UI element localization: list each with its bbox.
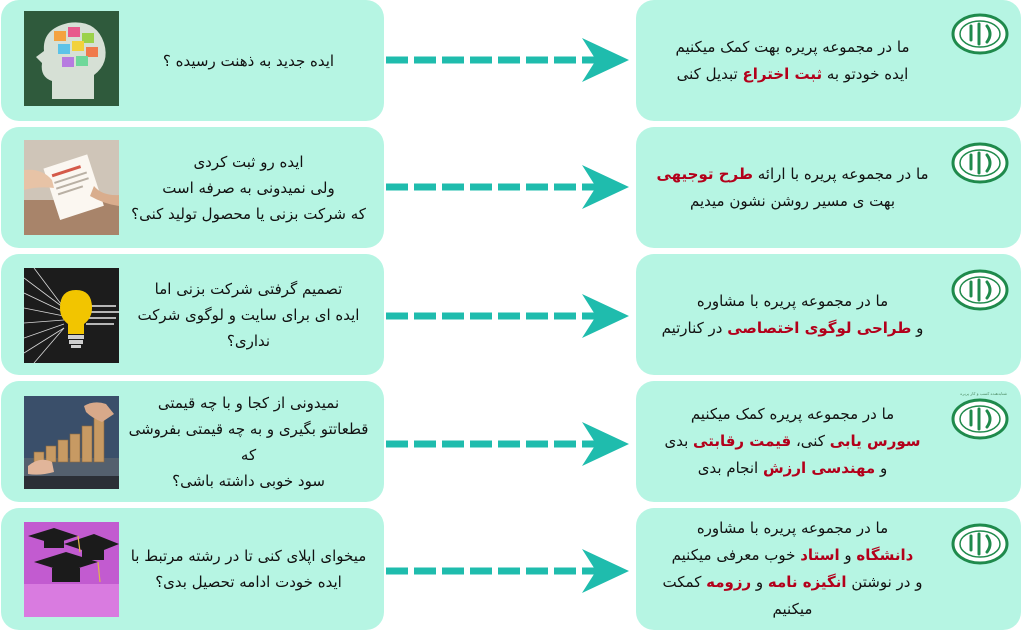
pariera-logo-icon	[951, 523, 1009, 565]
answer-line: دانشگاه و استاد خوب معرفی میکنیم	[672, 542, 914, 569]
answer-segment: ما در مجموعه پریره با مشاوره	[696, 291, 889, 310]
answer-line: ما در مجموعه پریره با ارائه طرح توجیهی	[656, 161, 928, 188]
answer-segment: ایده خودتو به	[822, 64, 909, 83]
thumb-document-handover	[24, 140, 119, 235]
question-line: ایده رو ثبت کردی	[193, 152, 304, 171]
answer-segment: و	[911, 318, 924, 337]
answer-line: ما در مجموعه پریره کمک میکنیم	[691, 401, 894, 428]
answer-text: ما در مجموعه پریره بهت کمک میکنیم ایده خ…	[646, 0, 939, 121]
question-card-1: ایده جدید به ذهنت رسیده ؟	[1, 0, 384, 121]
question-line: ایده جدید به ذهنت رسیده ؟	[162, 51, 335, 70]
answer-text: ما در مجموعه پریره با مشاوره دانشگاه و ا…	[646, 508, 939, 630]
answer-segment: در کنارتیم	[661, 318, 728, 337]
answer-highlight: قیمت رقابتی	[693, 432, 792, 450]
answer-highlight: استاد	[800, 546, 840, 564]
answer-text: ما در مجموعه پریره با مشاوره و طراحی لوگ…	[646, 254, 939, 375]
answer-card-4: شتابدهنده کسب و کار پریره ما در مجموعه پ…	[636, 381, 1021, 502]
answer-line: ما در مجموعه پریره با مشاوره	[697, 288, 888, 315]
question-line: ایده خودت ادامه تحصیل بدی؟	[155, 573, 342, 591]
answer-line: ما در مجموعه پریره با مشاوره	[697, 515, 888, 542]
answer-card-2: ما در مجموعه پریره با ارائه طرح توجیهی ب…	[636, 127, 1021, 248]
answer-segment: و	[751, 573, 768, 591]
question-line: میخوای اپلای کنی تا در رشته مرتبط با	[130, 547, 367, 565]
document-handover-icon	[24, 140, 119, 235]
answer-card-1: ما در مجموعه پریره بهت کمک میکنیم ایده خ…	[636, 0, 1021, 121]
answer-line: و مهندسی ارزش انجام بدی	[698, 455, 887, 482]
answer-highlight: طرح توجیهی	[656, 164, 753, 183]
thumb-lightbulb	[24, 268, 119, 363]
question-card-2: ایده رو ثبت کردی ولی نمیدونی به صرفه است…	[1, 127, 384, 248]
question-card-4: نمیدونی از کجا و با چه قیمتی قطعاتتو بگی…	[1, 381, 384, 502]
answer-line: و طراحی لوگوی اختصاصی در کنارتیم	[662, 315, 924, 342]
question-line: که شرکت بزنی یا محصول تولید کنی؟	[131, 204, 366, 223]
answer-segment: و	[875, 459, 888, 477]
answer-segment: و	[839, 546, 857, 564]
answer-segment: ما در مجموعه پریره کمک میکنیم	[690, 405, 895, 423]
logo-caption: شتابدهنده کسب و کار پریره	[960, 391, 1007, 396]
answer-card-3: ما در مجموعه پریره با مشاوره و طراحی لوگ…	[636, 254, 1021, 375]
price-blocks-icon	[24, 396, 119, 489]
question-text: ایده رو ثبت کردی ولی نمیدونی به صرفه است…	[123, 127, 374, 248]
answer-segment: تبدیل کنی	[676, 64, 743, 83]
thumb-price-blocks	[24, 396, 119, 489]
answer-highlight: رزومه	[706, 573, 752, 591]
answer-text: ما در مجموعه پریره کمک میکنیم سورس یابی …	[646, 381, 939, 502]
answer-line: بهت ی مسیر روشن نشون میدیم	[690, 188, 895, 215]
answer-segment: ما در مجموعه پریره با مشاوره	[696, 519, 889, 537]
question-line: نمیدونی از کجا و با چه قیمتی	[157, 393, 340, 412]
answer-segment: انجام بدی	[697, 459, 763, 477]
pariera-logo-icon	[951, 398, 1009, 440]
answer-highlight: ثبت اختراع	[742, 64, 823, 83]
answer-highlight: طراحی لوگوی اختصاصی	[727, 318, 912, 337]
pariera-logo-icon	[951, 13, 1009, 55]
arrow-right-icon	[386, 549, 629, 593]
question-text: میخوای اپلای کنی تا در رشته مرتبط با اید…	[123, 508, 374, 630]
pariera-logo-icon	[951, 269, 1009, 311]
answer-segment: کمکت میکنیم	[662, 573, 813, 618]
question-text: نمیدونی از کجا و با چه قیمتی قطعاتتو بگی…	[123, 381, 374, 502]
answer-highlight: سورس یابی	[829, 432, 921, 450]
question-line: تصمیم گرفتی شرکت بزنی اما	[154, 279, 343, 298]
answer-highlight: دانشگاه	[856, 546, 914, 564]
pariera-logo-icon	[951, 142, 1009, 184]
question-card-5: میخوای اپلای کنی تا در رشته مرتبط با اید…	[1, 508, 384, 630]
answer-highlight: انگیزه نامه	[767, 573, 847, 591]
question-line: ولی نمیدونی به صرفه است	[162, 178, 335, 197]
answer-highlight: مهندسی ارزش	[762, 459, 876, 477]
thumb-graduation-caps	[24, 522, 119, 617]
answer-segment: و در نوشتن	[846, 573, 923, 591]
answer-line: سورس یابی کنی، قیمت رقابتی بدی	[664, 428, 920, 455]
arrow-right-icon	[386, 294, 629, 338]
answer-card-5: ما در مجموعه پریره با مشاوره دانشگاه و ا…	[636, 508, 1021, 630]
answer-segment: ما در مجموعه پریره بهت کمک میکنیم	[675, 37, 910, 56]
answer-segment: کنی،	[791, 432, 830, 450]
question-card-3: تصمیم گرفتی شرکت بزنی اما ایده ای برای س…	[1, 254, 384, 375]
answer-segment: بدی	[664, 432, 694, 450]
brain-ideas-icon	[24, 11, 119, 106]
answer-segment: خوب معرفی میکنیم	[671, 546, 801, 564]
graduation-caps-icon	[24, 522, 119, 617]
answer-text: ما در مجموعه پریره با ارائه طرح توجیهی ب…	[646, 127, 939, 248]
arrow-right-icon	[386, 38, 629, 82]
answer-line: و در نوشتن انگیزه نامه و رزومه کمکت میکن…	[646, 569, 939, 623]
answer-segment: ما در مجموعه پریره با ارائه	[752, 164, 929, 183]
arrow-right-icon	[386, 165, 629, 209]
answer-line: ما در مجموعه پریره بهت کمک میکنیم	[676, 34, 910, 61]
question-line: ایده ای برای سایت و لوگوی شرکت نداری؟	[137, 305, 360, 350]
question-line: سود خوبی داشته باشی؟	[172, 471, 325, 490]
question-line: قطعاتتو بگیری و به چه قیمتی بفروشی که	[128, 419, 369, 464]
question-text: تصمیم گرفتی شرکت بزنی اما ایده ای برای س…	[123, 254, 374, 375]
answer-segment: بهت ی مسیر روشن نشون میدیم	[690, 191, 896, 210]
question-text: ایده جدید به ذهنت رسیده ؟	[123, 0, 374, 121]
arrow-right-icon	[386, 422, 629, 466]
answer-line: ایده خودتو به ثبت اختراع تبدیل کنی	[677, 61, 909, 88]
lightbulb-icon	[24, 268, 119, 363]
thumb-brain-ideas	[24, 11, 119, 106]
